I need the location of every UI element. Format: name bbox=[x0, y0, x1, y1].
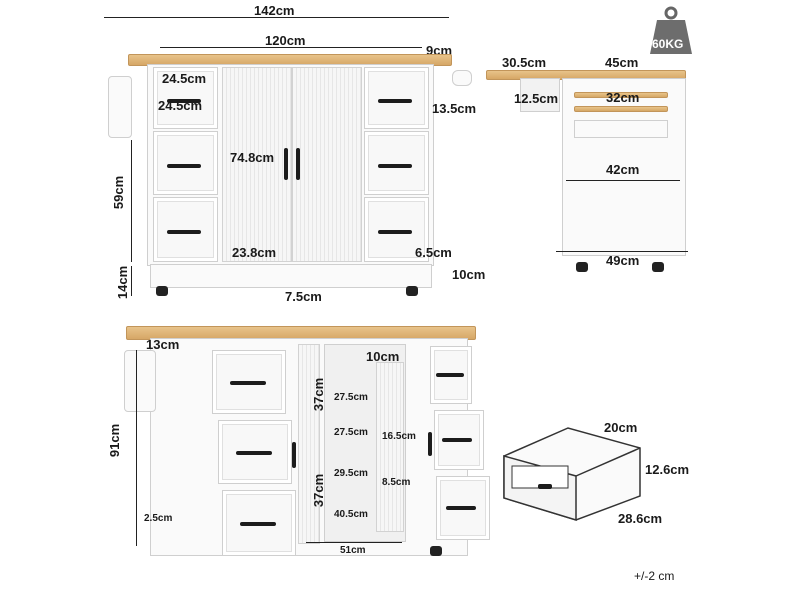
side-wheel-left bbox=[576, 262, 588, 272]
open-drawer-left-1 bbox=[212, 350, 286, 414]
inner-depth-1-label: 16.5cm bbox=[382, 431, 416, 442]
drawer-detail-drawing bbox=[503, 427, 641, 522]
front-drawer-right-2 bbox=[364, 131, 429, 195]
overall-width-label: 142cm bbox=[254, 3, 295, 18]
wheel-height-label: 10cm bbox=[452, 267, 486, 282]
front-door-left bbox=[222, 67, 292, 262]
flap-label: 30.5cm bbox=[502, 55, 547, 70]
door-height-label: 74.8cm bbox=[230, 150, 275, 165]
front-base bbox=[150, 264, 432, 288]
top-width-label: 120cm bbox=[265, 33, 306, 48]
front-door-right-handle bbox=[296, 148, 300, 180]
open-side-rack bbox=[124, 350, 156, 412]
foot-gap-label: 7.5cm bbox=[285, 289, 322, 304]
front-door-left-handle bbox=[284, 148, 288, 180]
front-drawer-right-2-handle bbox=[378, 164, 412, 168]
weight-capacity-label: 60KG bbox=[652, 37, 684, 51]
lower-shelf-height-label: 37cm bbox=[311, 473, 327, 508]
inner-drawer-label: 32cm bbox=[606, 90, 640, 105]
front-door-right bbox=[292, 67, 362, 262]
front-drawer-left-3 bbox=[153, 197, 218, 262]
front-drawer-left-2 bbox=[153, 131, 218, 195]
depth-label: 45cm bbox=[605, 55, 639, 70]
shelf-gap-label: 10cm bbox=[366, 349, 400, 364]
open-wheel bbox=[430, 546, 442, 556]
inner-width-3-label: 29.5cm bbox=[334, 468, 368, 479]
bottom-width-label: 51cm bbox=[340, 545, 366, 556]
side-shelf-1 bbox=[574, 92, 668, 98]
open-door-right bbox=[376, 362, 404, 532]
base-depth-label: 49cm bbox=[606, 253, 640, 268]
bottom-width-line bbox=[306, 542, 402, 543]
inner-width-4-label: 40.5cm bbox=[334, 509, 368, 520]
open-drawer-right-3-handle bbox=[446, 506, 476, 510]
drawer-side-label: 13cm bbox=[146, 337, 180, 352]
total-height-label: 91cm bbox=[107, 423, 123, 458]
front-drawer-right-1-handle bbox=[378, 99, 412, 103]
open-door-left-handle bbox=[292, 442, 296, 468]
front-drawer-right-1 bbox=[364, 67, 429, 129]
front-wheel-left bbox=[156, 286, 168, 296]
inner-depth-line bbox=[566, 180, 680, 181]
tolerance-note: +/-2 cm bbox=[634, 569, 675, 583]
open-drawer-left-3 bbox=[222, 490, 296, 556]
leg-height-label: 14cm bbox=[115, 265, 131, 300]
leg-height-line bbox=[131, 266, 132, 296]
open-drawer-left-1-handle bbox=[230, 381, 266, 385]
inner-depth-2-label: 8.5cm bbox=[382, 477, 411, 488]
drawer-height-detail-label: 12.6cm bbox=[645, 462, 690, 477]
front-side-rack bbox=[108, 76, 132, 138]
shelf-depth-label: 12.5cm bbox=[514, 91, 559, 106]
drawer-height-label: 24.5cm bbox=[158, 98, 203, 113]
upper-shelf-height-label: 37cm bbox=[311, 377, 327, 412]
open-door-left bbox=[298, 344, 320, 544]
open-drawer-right-1-handle bbox=[436, 373, 464, 377]
total-height-line bbox=[136, 350, 137, 546]
front-drawer-left-1 bbox=[153, 67, 218, 129]
door-width-label: 23.8cm bbox=[232, 245, 277, 260]
side-inner-drawer bbox=[574, 120, 668, 138]
front-drawer-right-3 bbox=[364, 197, 429, 262]
open-drawer-left-3-handle bbox=[240, 522, 276, 526]
front-drawer-right-3-handle bbox=[378, 230, 412, 234]
inner-width-2-label: 27.5cm bbox=[334, 427, 368, 438]
inner-depth-label: 42cm bbox=[606, 162, 640, 177]
inner-width-1-label: 27.5cm bbox=[334, 392, 368, 403]
overall-width-line bbox=[104, 17, 449, 18]
open-drawer-left-2-handle bbox=[236, 451, 272, 455]
base-gap-label: 2.5cm bbox=[144, 513, 173, 524]
front-towel-bar bbox=[452, 70, 472, 86]
side-gap-label: 13.5cm bbox=[432, 101, 477, 116]
front-drawer-left-1-handle bbox=[167, 99, 201, 103]
base-height-label: 6.5cm bbox=[415, 245, 452, 260]
front-drawer-left-3-handle bbox=[167, 230, 201, 234]
overhang-label: 9cm bbox=[426, 43, 453, 58]
body-height-line bbox=[131, 140, 132, 262]
drawer-depth-label: 20cm bbox=[604, 420, 638, 435]
side-shelf-2 bbox=[574, 106, 668, 112]
front-drawer-left-2-handle bbox=[167, 164, 201, 168]
side-flap-bracket bbox=[520, 78, 560, 112]
body-height-label: 59cm bbox=[111, 175, 127, 210]
open-drawer-right-2-handle bbox=[442, 438, 472, 442]
open-door-right-handle bbox=[428, 432, 432, 456]
top-width-line bbox=[160, 47, 422, 48]
side-wheel-right bbox=[652, 262, 664, 272]
base-depth-line bbox=[556, 251, 688, 252]
drawer-detail-handle bbox=[538, 484, 552, 489]
drawer-width-label: 24.5cm bbox=[162, 71, 207, 86]
drawer-width-detail-label: 28.6cm bbox=[618, 511, 663, 526]
weight-icon: 60KG bbox=[648, 6, 694, 56]
front-wheel-right bbox=[406, 286, 418, 296]
